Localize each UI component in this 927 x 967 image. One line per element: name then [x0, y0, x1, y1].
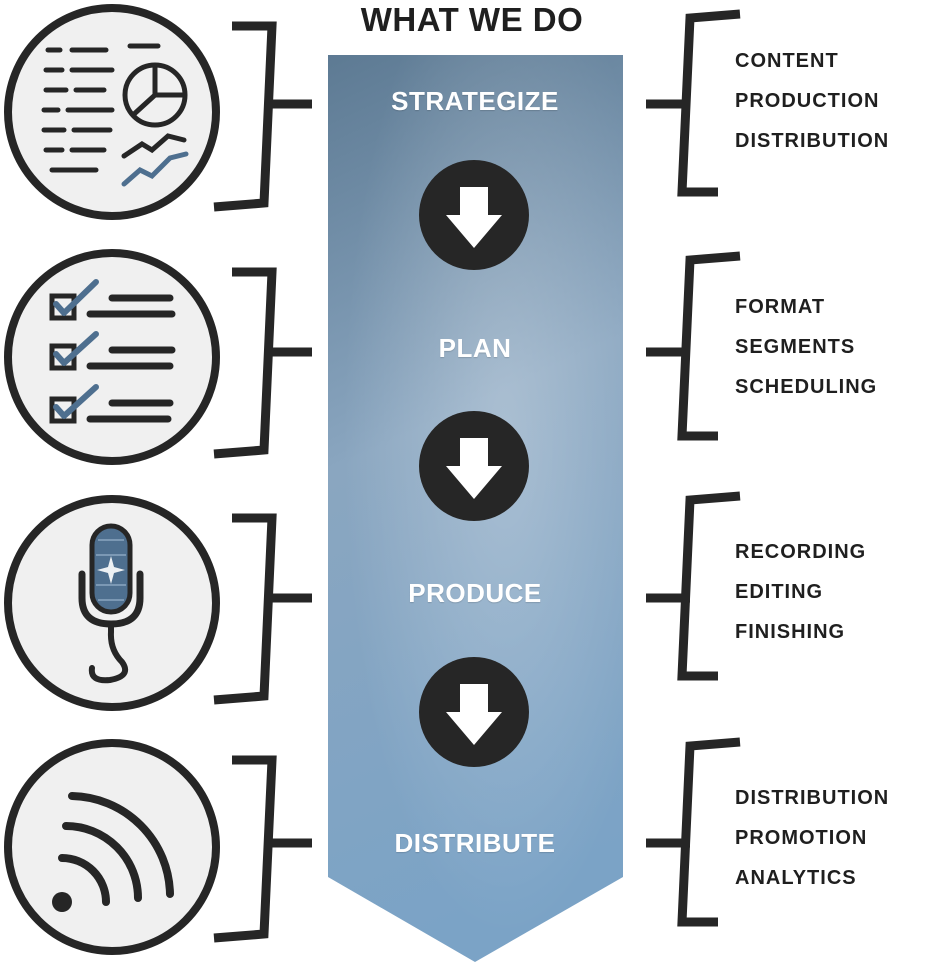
left-bracket — [213, 513, 312, 705]
list-item: FORMAT — [735, 296, 826, 318]
list-item: PROMOTION — [735, 827, 868, 849]
right-bracket — [646, 491, 741, 681]
right-bracket — [646, 9, 741, 197]
stage-label-distribute: DISTRIBUTE — [394, 828, 556, 858]
list-item: CONTENT — [735, 50, 839, 72]
right-bracket — [646, 737, 741, 927]
list-item: FINISHING — [735, 621, 846, 643]
left-bracket — [213, 267, 312, 459]
right-bracket — [646, 251, 741, 441]
broadcast-icon — [4, 739, 220, 955]
microphone-icon — [4, 495, 220, 711]
list-item: ANALYTICS — [735, 867, 857, 889]
list-item: DISTRIBUTION — [735, 787, 890, 809]
list-item: EDITING — [735, 581, 824, 603]
arrow-down-icon — [419, 411, 529, 521]
stage-items-produce: RECORDING EDITING FINISHING — [735, 532, 927, 652]
list-item: RECORDING — [735, 541, 867, 563]
arrow-down-icon — [419, 160, 529, 270]
list-item: PRODUCTION — [735, 90, 880, 112]
left-bracket — [213, 755, 312, 943]
left-bracket — [213, 21, 312, 212]
page-title: WHAT WE DO — [360, 1, 584, 38]
stage-items-plan: FORMAT SEGMENTS SCHEDULING — [735, 287, 927, 407]
list-item: DISTRIBUTION — [735, 130, 890, 152]
report-chart-icon — [4, 4, 220, 220]
stage-items-distribute: DISTRIBUTION PROMOTION ANALYTICS — [735, 778, 927, 898]
checklist-icon — [4, 249, 220, 465]
arrow-down-icon — [419, 657, 529, 767]
stage-label-strategize: STRATEGIZE — [391, 86, 559, 116]
list-item: SCHEDULING — [735, 376, 878, 398]
list-item: SEGMENTS — [735, 336, 856, 358]
stage-items-strategize: CONTENT PRODUCTION DISTRIBUTION — [735, 41, 927, 161]
stage-label-produce: PRODUCE — [408, 578, 542, 608]
stage-label-plan: PLAN — [438, 333, 512, 363]
